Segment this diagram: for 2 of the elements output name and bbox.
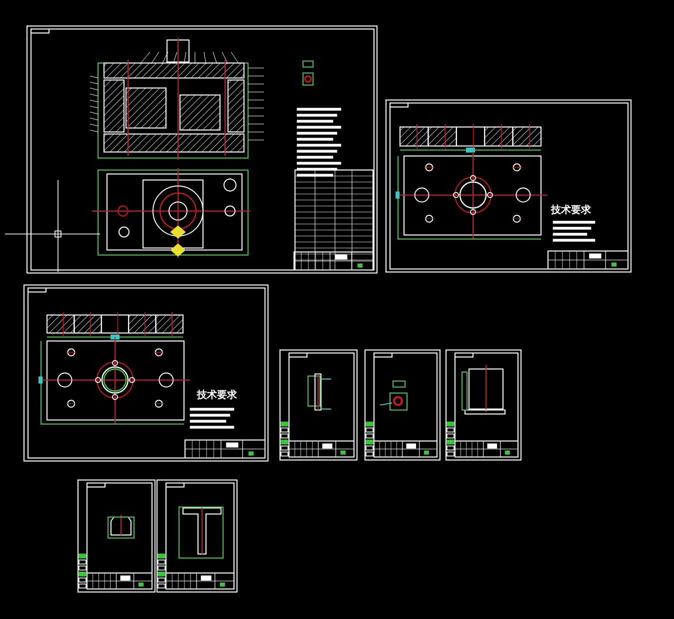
note-heading: 技术要求 <box>551 205 591 217</box>
note-heading: 技术要求 <box>197 390 237 402</box>
